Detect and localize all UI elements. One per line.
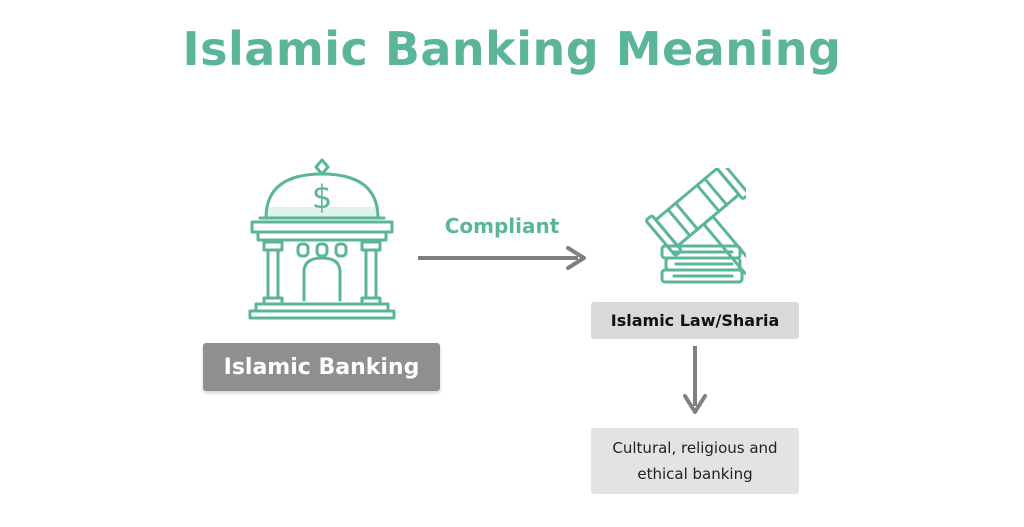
gavel-books-icon	[645, 168, 746, 284]
bank-dollar-icon: $	[248, 158, 396, 320]
node-islamic-law-sharia: Islamic Law/Sharia	[591, 302, 799, 339]
edge-label-compliant: Compliant	[444, 214, 560, 238]
node-ethical-banking: Cultural, religious and ethical banking	[591, 428, 799, 494]
diagram-title: Islamic Banking Meaning	[182, 22, 842, 76]
node-islamic-banking: Islamic Banking	[203, 343, 440, 391]
arrow-down-icon	[683, 346, 707, 414]
svg-text:$: $	[312, 178, 332, 216]
node-ethical-banking-line1: Cultural, religious and	[612, 439, 778, 457]
arrow-right-icon	[418, 246, 586, 270]
node-ethical-banking-line2: ethical banking	[637, 465, 753, 483]
